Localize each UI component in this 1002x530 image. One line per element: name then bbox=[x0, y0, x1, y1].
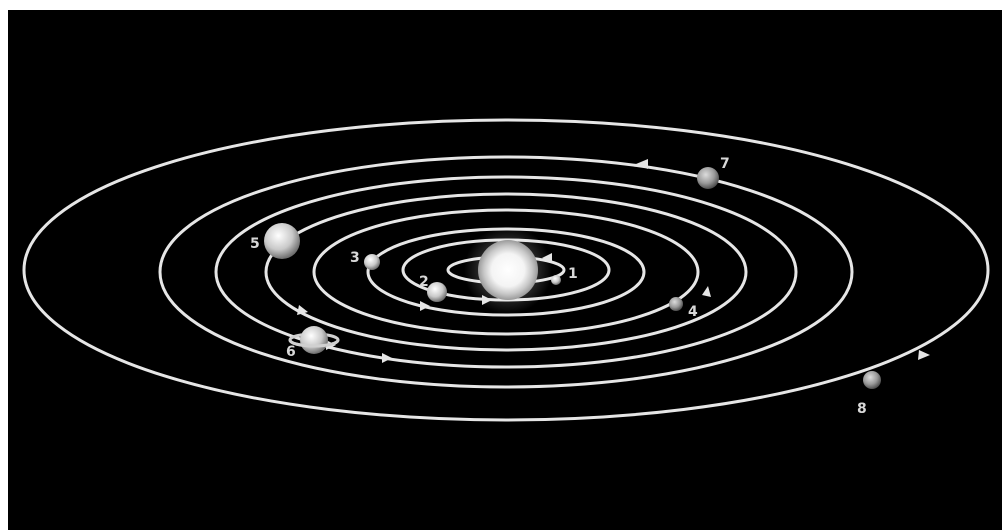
planet-3-icon bbox=[364, 254, 380, 270]
solar-system-diagram: 1 2 3 4 5 6 7 8 bbox=[8, 10, 1002, 530]
planet-5-label: 5 bbox=[250, 236, 260, 252]
sun-icon bbox=[478, 240, 538, 300]
planet-1-label: 1 bbox=[568, 266, 578, 282]
planet-8-icon bbox=[863, 371, 881, 389]
orbit-arrow-icon bbox=[420, 301, 430, 311]
planet-7-icon bbox=[697, 167, 719, 189]
planet-2-icon bbox=[427, 282, 447, 302]
planet-3-label: 3 bbox=[350, 250, 360, 266]
planet-6-icon bbox=[290, 326, 338, 354]
planet-7-label: 7 bbox=[720, 156, 730, 172]
planet-4-label: 4 bbox=[688, 304, 698, 320]
planet-1-icon bbox=[551, 275, 561, 285]
orbit-arrow-icon bbox=[382, 353, 392, 363]
planet-5-icon bbox=[264, 223, 300, 259]
planet-8-label: 8 bbox=[857, 401, 867, 417]
planet-6-label: 6 bbox=[286, 344, 296, 360]
planet-4-icon bbox=[669, 297, 683, 311]
orbit-arrow-icon bbox=[702, 286, 711, 297]
diagram-canvas: 1 2 3 4 5 6 7 8 bbox=[8, 10, 1002, 530]
orbit-arrow-icon bbox=[918, 350, 930, 360]
orbit-arrow-icon bbox=[297, 305, 308, 315]
planet-2-label: 2 bbox=[419, 274, 429, 290]
